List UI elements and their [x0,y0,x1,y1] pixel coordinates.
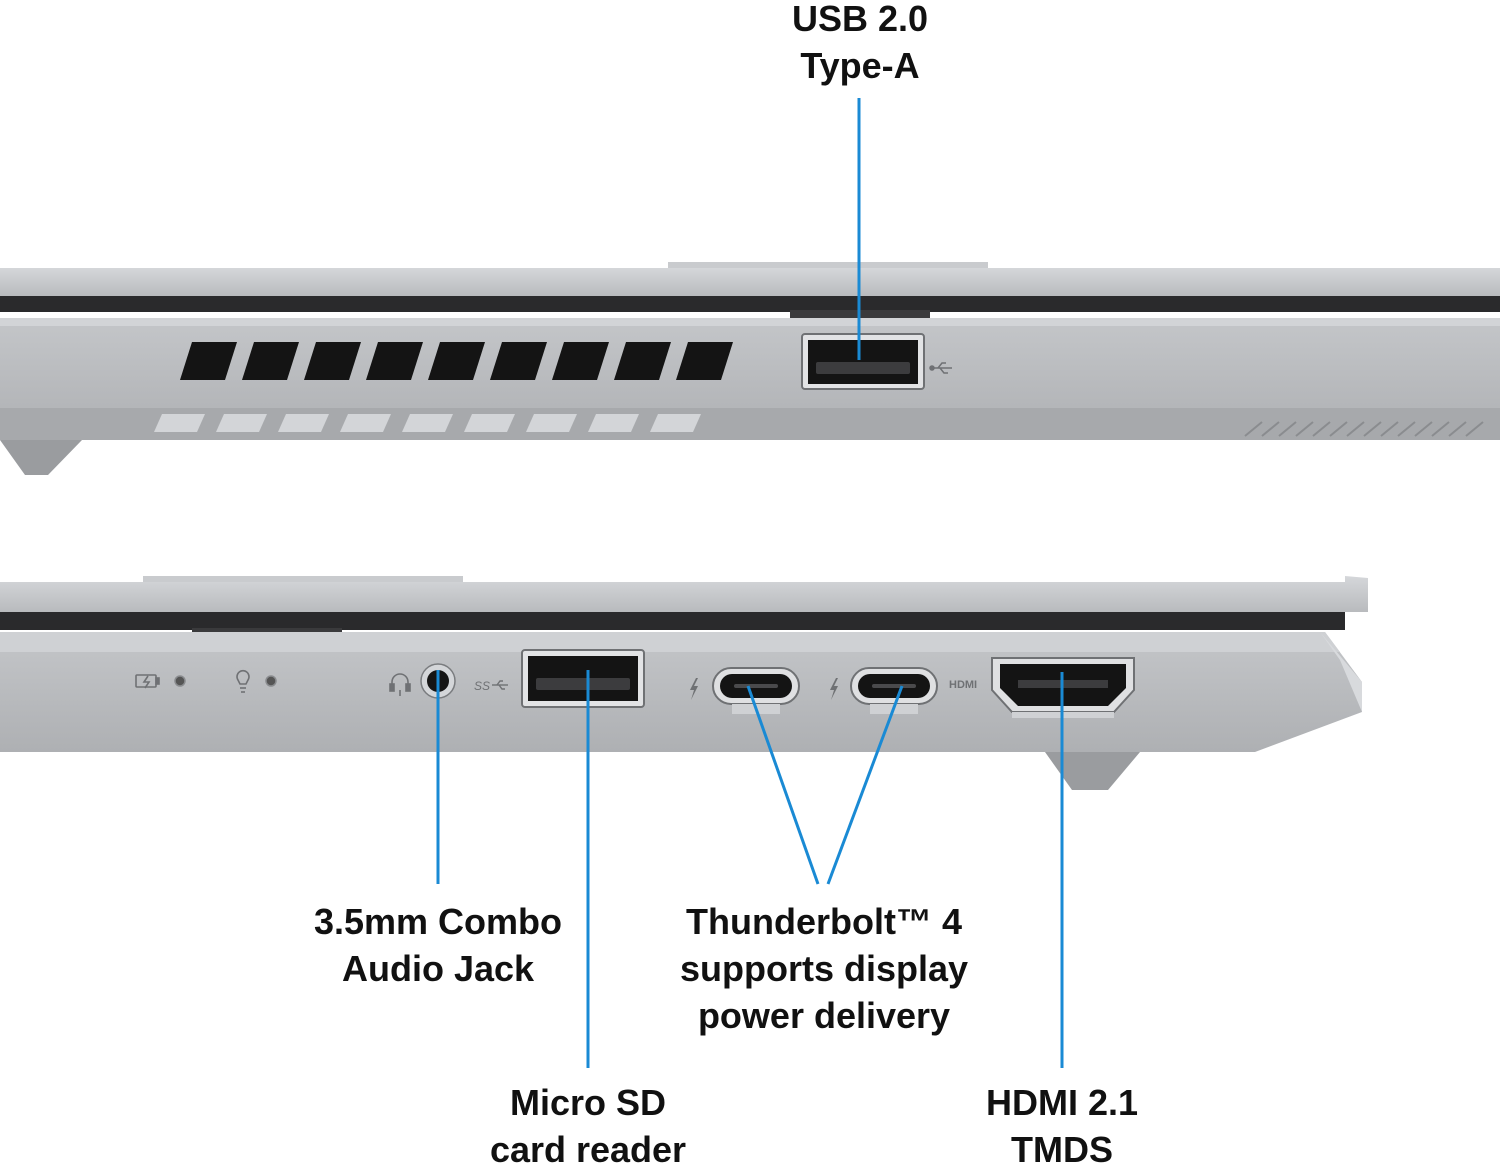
power-light-icon [236,669,250,693]
callout-line-thunderbolt-1 [746,685,820,885]
callout-audio-jack: 3.5mm Combo Audio Jack [278,898,598,992]
air-vents [180,342,733,380]
callout-microsd-line-1: Micro SD [509,1082,667,1123]
usb-ss-marking: SS [474,679,490,693]
callout-microsd-line-2: card reader [489,1129,687,1166]
thunderbolt-icon [690,678,698,700]
thunderbolt-icon [830,678,838,700]
callout-audio-line-2: Audio Jack [341,948,535,989]
callout-thunderbolt-line-1: Thunderbolt™ 4 [686,901,962,942]
callout-hdmi-line-2: TMDS [1011,1129,1113,1166]
left-side-view [0,262,1500,475]
lid-gap [0,612,1345,630]
battery-led [174,675,186,687]
usb-icon [929,362,952,374]
callout-usb-a-line-1: USB 2.0 [791,0,929,39]
hinge-tab [668,262,988,270]
headset-icon [389,673,411,696]
rubber-foot [1045,752,1140,790]
rubber-foot [0,440,82,475]
callout-lines [436,98,1064,1068]
usb-a-port-right [521,649,645,708]
thunderbolt-port-1 [712,667,800,714]
speaker-grille [1244,421,1484,437]
lower-vent-slats [154,414,701,432]
lid-edge [0,268,1500,298]
usb-a-port [801,333,925,390]
callout-usb-a: USB 2.0 Type-A [710,0,1010,89]
right-side-view: SS [0,576,1368,790]
hinge-tab [143,576,463,584]
callout-audio-line-1: 3.5mm Combo [313,901,563,942]
callout-hdmi-line-1: HDMI 2.1 [985,1082,1139,1123]
callout-microsd: Micro SD card reader [438,1079,738,1166]
callout-usb-a-line-2: Type-A [800,45,920,86]
callout-line-thunderbolt-2 [826,685,904,885]
thunderbolt-port-2 [850,667,938,714]
lid-edge [0,576,1368,614]
callout-thunderbolt-line-3: power delivery [697,995,951,1036]
battery-charge-icon [135,674,160,689]
hdmi-icon: HDMI [949,679,977,691]
power-led [265,675,277,687]
callout-thunderbolt: Thunderbolt™ 4 supports display power de… [644,898,1004,1039]
usb-ss-icon: SS [474,679,508,693]
callout-thunderbolt-line-2: supports display [679,948,969,989]
lid-gap [0,296,1500,312]
callout-hdmi: HDMI 2.1 TMDS [912,1079,1212,1166]
